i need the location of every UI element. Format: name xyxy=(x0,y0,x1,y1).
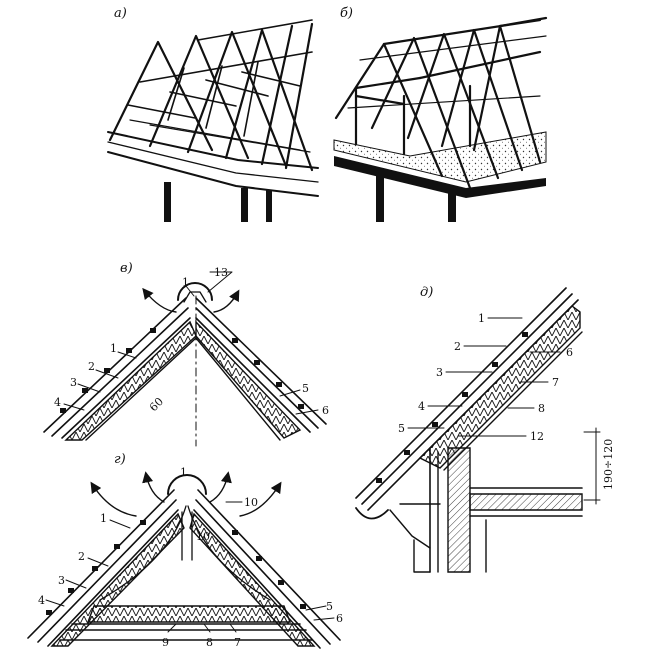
panel-d-eave-section: д) xyxy=(355,285,615,573)
angle-label: 60 xyxy=(147,395,166,414)
callout-1-top: 1 xyxy=(182,276,189,289)
callout-2-d: 2 xyxy=(454,340,461,353)
callout-6-d: 6 xyxy=(566,346,573,359)
callout-3-d: 3 xyxy=(436,366,443,379)
panel-b-label: б) xyxy=(340,6,353,21)
callout-3: 3 xyxy=(70,376,77,389)
insulation-layer-left xyxy=(64,320,197,441)
callout-1-g: 1 xyxy=(100,512,107,525)
callout-8-g: 8 xyxy=(206,636,213,649)
callout-4-d: 4 xyxy=(418,400,425,413)
insulation-left-g xyxy=(50,512,185,647)
callout-2-g: 2 xyxy=(78,550,85,563)
panel-g-ridge-section: г) xyxy=(27,452,343,649)
ceiling-insulation xyxy=(86,605,292,623)
callout-6: 6 xyxy=(322,404,329,417)
insulation-layer-right xyxy=(195,320,302,439)
insulation-d xyxy=(418,305,581,469)
dimension-label: 190÷120 xyxy=(602,439,615,490)
callout-6-g: 6 xyxy=(336,612,343,625)
panel-d-label: д) xyxy=(420,285,433,300)
callout-4: 4 xyxy=(54,396,61,409)
callout-5: 5 xyxy=(302,382,309,395)
panel-a-label: а) xyxy=(114,6,127,21)
panel-b-truss-frame: б) xyxy=(333,6,548,222)
callout-12-d: 12 xyxy=(530,430,544,443)
panel-g-label: г) xyxy=(114,452,126,467)
wall-d xyxy=(447,447,471,573)
panel-a-truss-frame: а) xyxy=(107,6,319,222)
callout-5-g: 5 xyxy=(326,600,333,613)
callout-7-g: 7 xyxy=(234,636,241,649)
callout-13: 13 xyxy=(214,266,228,279)
panel-v-label: в) xyxy=(120,261,133,276)
callout-8-d: 8 xyxy=(538,402,545,415)
callout-5-d: 5 xyxy=(398,422,405,435)
panel-v-ridge-section: в) xyxy=(43,261,329,447)
floor-slab-d xyxy=(469,493,583,511)
callout-1-top-g: 1 xyxy=(180,466,187,479)
callout-1-d: 1 xyxy=(478,312,485,325)
callout-4-g: 4 xyxy=(38,594,45,607)
callout-2: 2 xyxy=(88,360,95,373)
callout-1: 1 xyxy=(110,342,117,355)
callout-3-g: 3 xyxy=(58,574,65,587)
callout-9-g: 9 xyxy=(162,636,169,649)
callout-7-d: 7 xyxy=(552,376,559,389)
callout-10-right: 10 xyxy=(244,496,258,509)
callout-10-center: 10 xyxy=(196,530,210,543)
